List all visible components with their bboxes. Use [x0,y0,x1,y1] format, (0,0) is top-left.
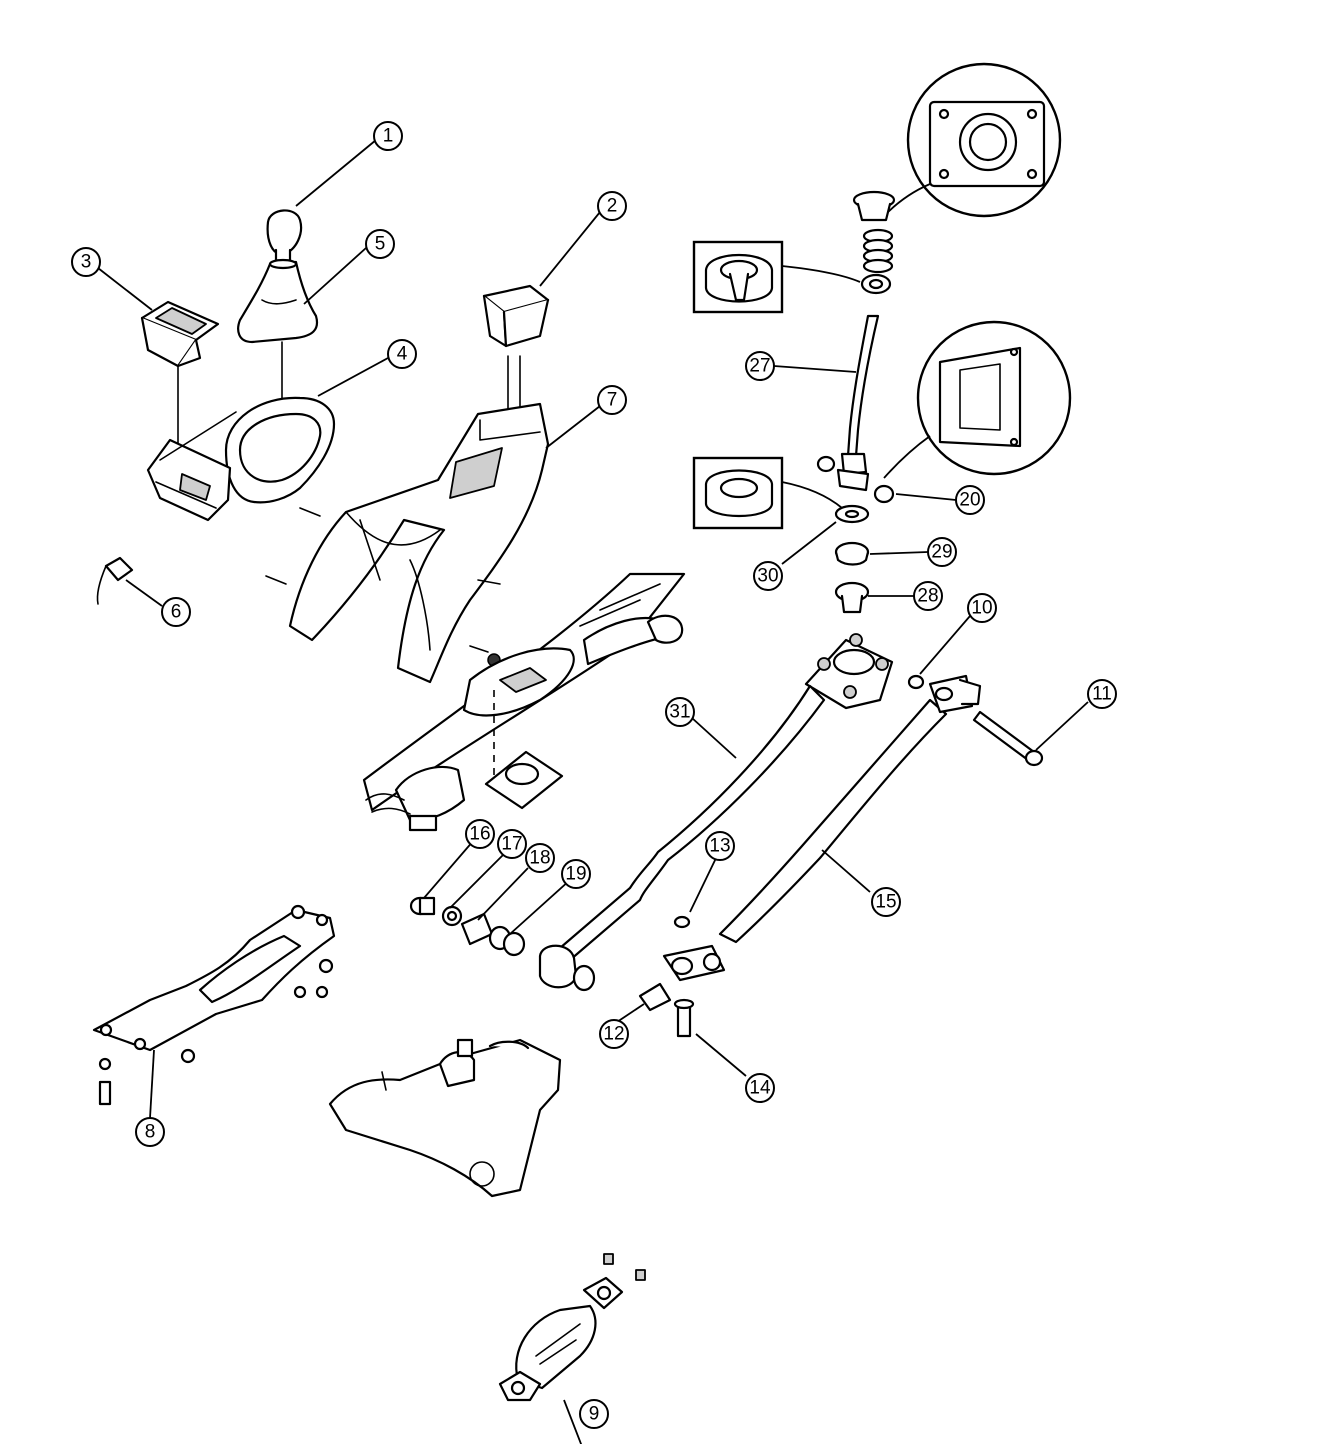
callout-8: 8 [135,1117,165,1147]
callout-15-label: 15 [875,892,896,913]
bushing-30 [834,504,870,524]
shift-boot [237,258,319,441]
callout-30: 30 [753,561,783,591]
callout-10-label: 10 [971,598,992,619]
shifter-base-plate [484,690,564,810]
storage-bin [140,300,220,471]
callout-3: 3 [71,247,101,277]
callout-2-label: 2 [607,196,618,217]
callout-14: 14 [745,1073,775,1103]
shifter-spring-stack [852,190,896,295]
clip-12 [638,982,672,1012]
callout-7-label: 7 [607,390,618,411]
lower-seal-detail-top [692,240,861,314]
callout-4-label: 4 [397,344,408,365]
callout-13: 13 [705,831,735,861]
transmission-housing [328,1038,562,1198]
bushing-16 [409,896,436,916]
cup-holder-insert [482,284,550,421]
callout-5: 5 [365,229,395,259]
bushing-29 [834,541,870,566]
callout-9-label: 9 [589,1404,600,1425]
callout-4: 4 [387,339,417,369]
catalytic-converter [498,1253,646,1402]
callout-11: 11 [1087,679,1117,709]
callout-13-label: 13 [709,836,730,857]
callout-28: 28 [913,581,943,611]
callout-12-label: 12 [603,1024,624,1045]
bushing-18 [460,912,494,946]
callout-7: 7 [597,385,627,415]
callout-15: 15 [871,887,901,917]
callout-20: 20 [955,485,985,515]
callout-9: 9 [579,1399,609,1429]
callout-19-label: 19 [565,864,586,885]
bushing-19 [488,925,526,957]
callout-1-label: 1 [383,126,394,147]
callout-6: 6 [161,597,191,627]
callout-14-label: 14 [749,1078,771,1099]
callout-16-label: 16 [469,824,490,845]
callout-18-label: 18 [529,848,550,869]
callout-8-label: 8 [145,1122,156,1143]
center-console [288,402,550,684]
shift-knob [266,209,303,264]
leader-lines [97,139,1089,1444]
callout-16: 16 [465,819,495,849]
callout-12: 12 [599,1019,629,1049]
callout-29-label: 29 [931,542,952,563]
callout-30-label: 30 [757,566,778,587]
callout-29: 29 [927,537,957,567]
callout-31-label: 31 [669,702,690,723]
callout-1: 1 [373,121,403,151]
callout-28-label: 28 [917,586,938,607]
shifter-housing [804,633,894,710]
wiring-harness [365,765,466,832]
callout-11-label: 11 [1092,684,1112,705]
callout-27: 27 [745,351,775,381]
callout-17-label: 17 [501,834,522,855]
callout-6-label: 6 [171,602,182,623]
callout-10: 10 [967,593,997,623]
callout-19: 19 [561,859,591,889]
shift-rod-15 [718,674,982,944]
floor-tunnel [362,572,686,812]
shift-rod-31 [538,684,826,992]
console-clip [96,556,134,605]
console-rear-base [146,411,237,522]
shift-lever [816,314,880,492]
bushing-17 [441,905,463,927]
shift-lever-bracket-detail [883,320,1072,479]
transmission-crossmember [92,904,336,1106]
callout-18: 18 [525,843,555,873]
shifter-seal-detail [885,62,1062,218]
lower-seal-detail-bottom [692,456,843,530]
callout-17: 17 [497,829,527,859]
callout-20-label: 20 [959,490,980,511]
shift-pin [873,484,895,504]
callout-3-label: 3 [81,252,92,273]
callout-31: 31 [665,697,695,727]
bolt-11 [972,710,1044,767]
bushing-28 [834,581,870,614]
rod-end-clevis [662,915,726,982]
callout-27-label: 27 [749,356,770,377]
bolt-14 [673,998,695,1038]
callout-2: 2 [597,191,627,221]
console-bezel [224,396,336,504]
callout-5-label: 5 [375,234,386,255]
